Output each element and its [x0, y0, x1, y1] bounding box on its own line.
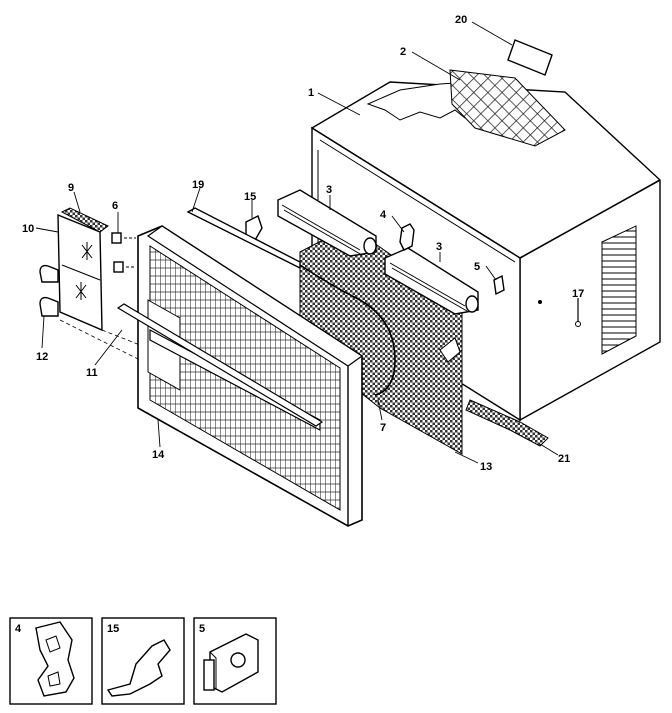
support-rail [465, 399, 549, 447]
callout-6: 6 [112, 200, 118, 212]
callout-3-lower: 3 [436, 241, 442, 253]
callout-5: 5 [474, 261, 480, 273]
side-louvers [601, 225, 637, 355]
detail-label-5: 5 [199, 623, 205, 635]
screw-part-17 [575, 298, 581, 327]
alignment-lines [59, 319, 141, 361]
callout-21: 21 [558, 453, 570, 465]
callout-1: 1 [308, 87, 314, 99]
detail-box-15: 15 [101, 617, 185, 705]
callout-20: 20 [455, 14, 467, 26]
callout-14: 14 [152, 449, 165, 461]
leader-lines [35, 21, 559, 464]
callout-9: 9 [68, 182, 74, 194]
slide-bar-part-11 [116, 303, 324, 427]
control-panel [57, 207, 109, 332]
detail-box-4: 4 [9, 617, 93, 705]
callout-13: 13 [480, 461, 492, 473]
callout-11: 11 [86, 367, 98, 379]
louver-assembly-upper [277, 189, 377, 257]
callout-4: 4 [380, 209, 387, 221]
callout-2: 2 [400, 46, 406, 58]
snowflake-icon [75, 242, 93, 300]
control-knobs [39, 264, 59, 317]
louver-assembly-lower [384, 247, 479, 315]
callout-19: 19 [192, 179, 204, 191]
gasket-seal [299, 264, 396, 396]
detail-label-4: 4 [15, 623, 22, 635]
detail-box-5: 5 [193, 617, 277, 705]
label-plate [507, 39, 553, 76]
clip-part-5 [493, 274, 505, 296]
callout-7: 7 [380, 422, 386, 434]
callout-10: 10 [22, 223, 34, 235]
top-insulation [449, 69, 566, 147]
bracket-part-4 [399, 223, 415, 251]
detail-label-15: 15 [107, 623, 119, 635]
callout-17: 17 [572, 288, 584, 300]
callout-3-upper: 3 [326, 184, 332, 196]
callout-15: 15 [244, 191, 256, 203]
callout-12: 12 [36, 351, 48, 363]
switch-part-6 [111, 232, 136, 273]
